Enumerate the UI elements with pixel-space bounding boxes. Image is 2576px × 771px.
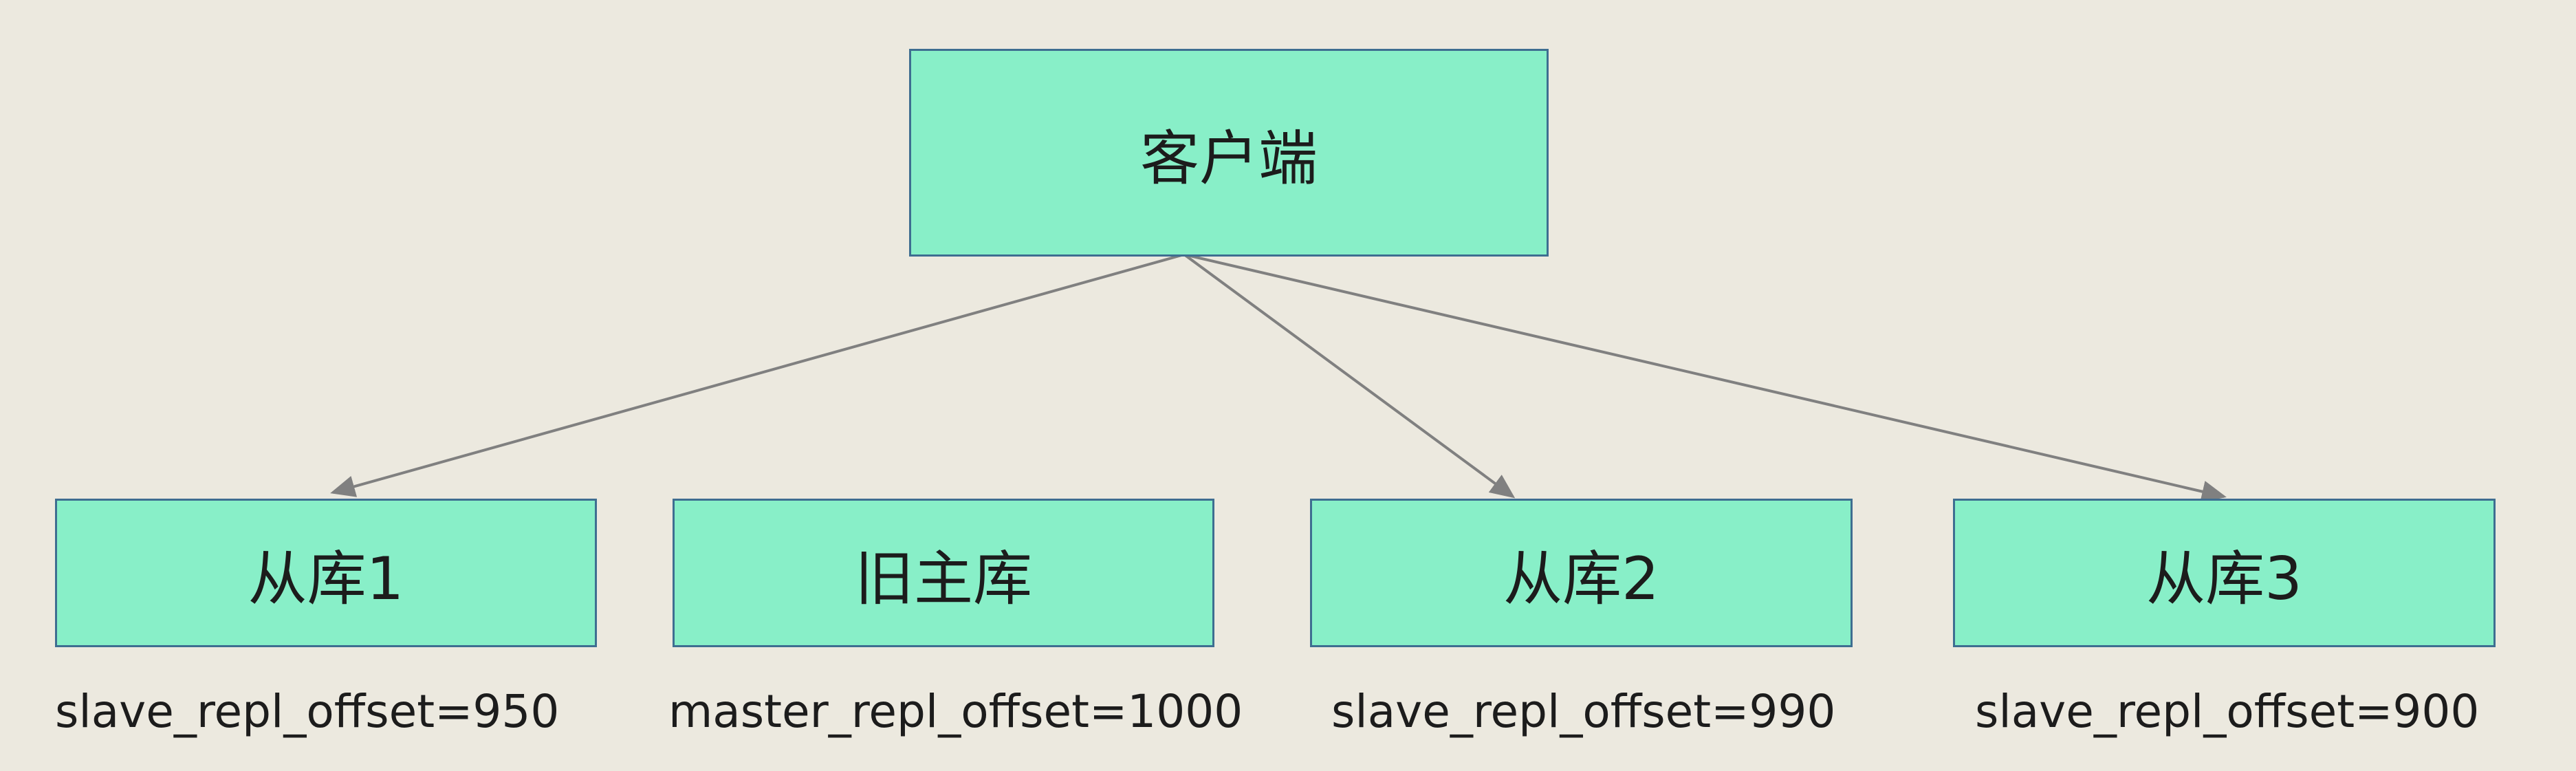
slave1-offset-label: slave_repl_offset=950 [55, 685, 560, 738]
edge-client-to-slave1 [330, 253, 1185, 497]
slave2-node-label: 从库2 [1503, 544, 1659, 613]
slave3-offset-label: slave_repl_offset=900 [1975, 685, 2480, 738]
client-node-label: 客户端 [1140, 124, 1318, 193]
edge-client-to-slave2 [1183, 253, 1516, 499]
old-master-node: 旧主库 [673, 499, 1214, 647]
old-master-node-label: 旧主库 [855, 544, 1032, 613]
slave3-node-label: 从库3 [2146, 544, 2302, 613]
old-master-offset-label: master_repl_offset=1000 [668, 685, 1243, 738]
edge-client-to-slave3 [1183, 253, 2227, 503]
slave2-node: 从库2 [1310, 499, 1853, 647]
client-node: 客户端 [909, 49, 1549, 257]
slave3-node: 从库3 [1953, 499, 2496, 647]
slave1-node: 从库1 [55, 499, 597, 647]
slave1-node-label: 从库1 [248, 544, 404, 613]
slave2-offset-label: slave_repl_offset=990 [1331, 685, 1836, 738]
